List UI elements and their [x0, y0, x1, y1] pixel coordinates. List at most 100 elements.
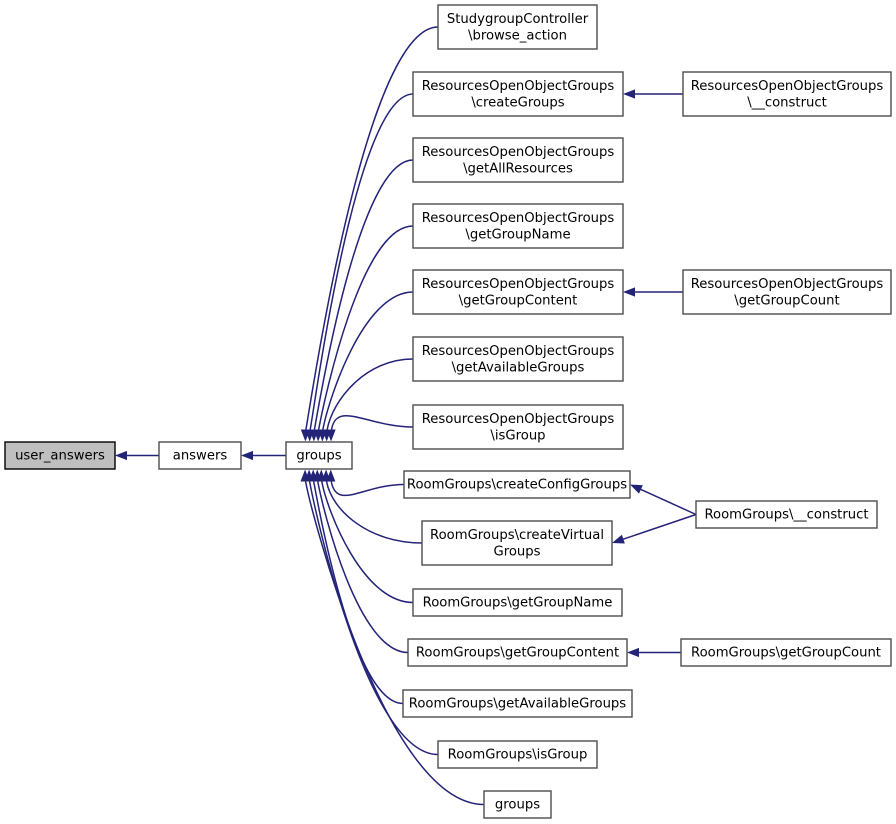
edge-arrowhead — [623, 89, 635, 99]
node-label: RoomGroups\getAvailableGroups — [409, 697, 627, 712]
node-label: ResourcesOpenObjectGroups — [422, 79, 615, 94]
node-studygroup_browse[interactable]: StudygroupController\browse_action — [437, 4, 598, 50]
node-rg_getgroupname[interactable]: RoomGroups\getGroupName — [412, 588, 623, 617]
node-box[interactable] — [437, 4, 598, 50]
edge-line — [326, 358, 414, 430]
node-label: \getAvailableGroups — [452, 360, 585, 375]
edge-rg_construct-to-rg_createconfiggroups — [630, 484, 697, 516]
edge-arrowhead — [300, 469, 310, 482]
edge-line — [622, 513, 697, 541]
node-roog_creategroups[interactable]: ResourcesOpenObjectGroups\createGroups — [412, 71, 624, 117]
node-box[interactable] — [412, 588, 623, 617]
node-label: \getGroupCount — [734, 293, 839, 308]
node-user_answers[interactable]: user_answers — [4, 441, 116, 470]
node-label: RoomGroups\getGroupName — [423, 596, 613, 611]
node-label: groups — [495, 798, 540, 813]
edge-line — [322, 291, 414, 430]
node-box[interactable] — [412, 71, 624, 117]
node-answers[interactable]: answers — [158, 441, 242, 470]
node-box[interactable] — [695, 500, 878, 529]
node-label: ResourcesOpenObjectGroups — [422, 412, 615, 427]
node-label: \isGroup — [490, 428, 545, 443]
node-label: RoomGroups\createVirtual — [430, 528, 604, 543]
edge-line — [330, 414, 414, 430]
node-box[interactable] — [412, 336, 624, 382]
edge-line — [309, 93, 414, 430]
edge-groups_leaf-to-groups_hub — [300, 469, 485, 806]
node-box[interactable] — [4, 441, 116, 470]
node-label: RoomGroups\getGroupCount — [691, 646, 881, 661]
node-layer: user_answers answers groups StudygroupContr… — [4, 4, 892, 819]
node-groups_leaf[interactable]: groups — [483, 790, 552, 819]
node-box[interactable] — [412, 404, 624, 450]
node-box[interactable] — [412, 203, 624, 249]
node-box[interactable] — [407, 638, 628, 667]
node-rg_getgroupcount[interactable]: RoomGroups\getGroupCount — [680, 638, 892, 667]
node-box[interactable] — [483, 790, 552, 819]
node-label: \getAllResources — [463, 161, 573, 176]
node-rg_createconfiggroups[interactable]: RoomGroups\createConfigGroups — [403, 470, 631, 499]
edge-rg_getgroupcount-to-rg_getgroupcontent — [627, 647, 681, 658]
node-roog_getgroupname[interactable]: ResourcesOpenObjectGroups\getGroupName — [412, 203, 624, 249]
node-groups_hub[interactable]: groups — [285, 441, 353, 470]
node-box[interactable] — [437, 740, 598, 769]
node-box[interactable] — [682, 71, 892, 117]
node-box[interactable] — [412, 137, 624, 183]
edge-arrowhead — [623, 287, 635, 297]
edge-rg_construct-to-rg_createvirtualgroups — [612, 513, 697, 544]
node-roog_getavailablegroups[interactable]: ResourcesOpenObjectGroups\getAvailableGr… — [412, 336, 624, 382]
edge-roog_construct-to-roog_creategroups — [623, 89, 683, 99]
node-label: answers — [173, 449, 228, 464]
node-box[interactable] — [158, 441, 242, 470]
node-label: ResourcesOpenObjectGroups — [691, 79, 884, 94]
edge-line — [317, 481, 409, 654]
node-label: user_answers — [15, 449, 105, 464]
node-box[interactable] — [285, 441, 353, 470]
node-label: StudygroupController — [447, 12, 589, 27]
edge-arrowhead — [241, 450, 253, 461]
edge-arrowhead — [630, 484, 643, 494]
node-label: \createGroups — [471, 95, 564, 110]
node-box[interactable] — [682, 269, 892, 315]
node-label: ResourcesOpenObjectGroups — [422, 211, 615, 226]
edge-arrowhead — [612, 534, 625, 544]
node-box[interactable] — [421, 520, 613, 566]
edge-line — [330, 481, 405, 497]
node-label: Groups — [493, 544, 540, 559]
edge-arrowhead — [326, 429, 336, 442]
edge-line — [321, 481, 414, 604]
node-label: groups — [296, 449, 341, 464]
node-roog_construct[interactable]: ResourcesOpenObjectGroups\__construct — [682, 71, 892, 117]
node-roog_isgroup[interactable]: ResourcesOpenObjectGroups\isGroup — [412, 404, 624, 450]
node-rg_construct[interactable]: RoomGroups\__construct — [695, 500, 878, 529]
node-box[interactable] — [403, 470, 631, 499]
edge-line — [312, 481, 404, 705]
node-label: \browse_action — [468, 28, 567, 43]
node-label: \getGroupContent — [459, 293, 578, 308]
node-roog_getgroupcount[interactable]: ResourcesOpenObjectGroups\getGroupCount — [682, 269, 892, 315]
edge-groups_hub-to-answers — [241, 450, 286, 461]
edge-roog_isgroup-to-groups_hub — [326, 414, 414, 442]
node-label: RoomGroups\createConfigGroups — [407, 478, 627, 493]
edge-line — [304, 481, 485, 806]
node-box[interactable] — [412, 269, 624, 315]
node-roog_getgroupcontent[interactable]: ResourcesOpenObjectGroups\getGroupConten… — [412, 269, 624, 315]
edge-roog_getgroupcount-to-roog_getgroupcontent — [623, 287, 683, 297]
node-rg_getgroupcontent[interactable]: RoomGroups\getGroupContent — [407, 638, 628, 667]
node-box[interactable] — [680, 638, 892, 667]
node-rg_getavailablegroups[interactable]: RoomGroups\getAvailableGroups — [402, 689, 633, 718]
edge-line — [325, 481, 423, 544]
node-box[interactable] — [402, 689, 633, 718]
node-label: RoomGroups\__construct — [704, 508, 868, 523]
node-rg_isgroup[interactable]: RoomGroups\isGroup — [437, 740, 598, 769]
edge-arrowhead — [627, 647, 639, 658]
edge-answers-to-user_answers — [115, 450, 159, 461]
node-roog_getallresources[interactable]: ResourcesOpenObjectGroups\getAllResource… — [412, 137, 624, 183]
node-label: ResourcesOpenObjectGroups — [691, 277, 884, 292]
node-label: RoomGroups\getGroupContent — [416, 646, 619, 661]
node-label: ResourcesOpenObjectGroups — [422, 277, 615, 292]
node-label: RoomGroups\isGroup — [448, 748, 588, 763]
node-label: \__construct — [747, 95, 827, 110]
node-label: ResourcesOpenObjectGroups — [422, 344, 615, 359]
